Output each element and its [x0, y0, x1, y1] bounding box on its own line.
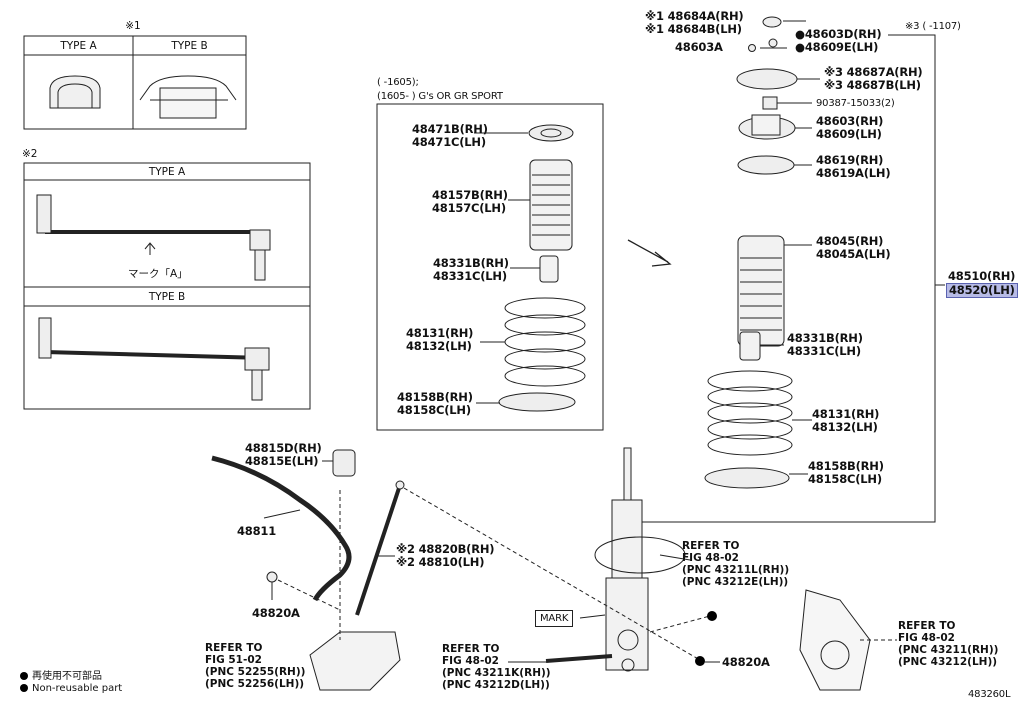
ref-line: FIG 48-02 — [442, 655, 499, 667]
part-48132-r[interactable]: 48132(LH) — [812, 420, 878, 434]
part-48820b[interactable]: ※2 48820B(RH) — [396, 542, 495, 556]
part-48157b[interactable]: 48157B(RH) — [432, 188, 508, 202]
ref-bracket[interactable]: REFER TO FIG 51-02 (PNC 52255(RH)) (PNC … — [205, 642, 305, 690]
part-48331b-l[interactable]: 48331B(RH) — [433, 256, 509, 270]
note3: ※3 ( -1107) — [905, 21, 961, 32]
marker-a-label: マーク「A」 — [128, 268, 188, 280]
part-48158c-r[interactable]: 48158C(LH) — [808, 472, 882, 486]
ref-line: (PNC 43211L(RH)) — [682, 564, 790, 576]
part-48811[interactable]: 48811 — [237, 524, 277, 538]
part-48045[interactable]: 48045(RH) — [816, 234, 884, 248]
variant-box — [376, 103, 604, 431]
ref-line: REFER TO — [442, 643, 500, 655]
legend-en: Non-reusable part — [20, 683, 122, 694]
bullet-icon — [20, 672, 28, 680]
ref-line: (PNC 43211K(RH)) — [442, 667, 551, 679]
part-48619[interactable]: 48619(RH) — [816, 153, 884, 167]
type-a-label: TYPE A — [60, 40, 97, 52]
legend-en-text: Non-reusable part — [32, 683, 123, 694]
part-48158b-l[interactable]: 48158B(RH) — [397, 390, 473, 404]
ref-line: REFER TO — [898, 620, 956, 632]
figure-number: 483260L — [968, 689, 1011, 700]
part-48619a[interactable]: 48619A(LH) — [816, 166, 891, 180]
note2-mark: ※2 — [22, 148, 38, 160]
part-48820a-right[interactable]: 48820A — [722, 655, 770, 669]
part-48609e[interactable]: ●48609E(LH) — [795, 40, 879, 54]
part-48510[interactable]: 48510(RH) — [948, 269, 1016, 283]
ref-line: FIG 51-02 — [205, 654, 262, 666]
ref-bolt[interactable]: REFER TO FIG 48-02 (PNC 43211K(RH)) (PNC… — [442, 643, 551, 691]
part-48131-l[interactable]: 48131(RH) — [406, 326, 474, 340]
part-48603[interactable]: 48603(RH) — [816, 114, 884, 128]
part-48810[interactable]: ※2 48810(LH) — [396, 555, 485, 569]
part-48331c-l[interactable]: 48331C(LH) — [433, 269, 507, 283]
part-48132-l[interactable]: 48132(LH) — [406, 339, 472, 353]
part-48687b[interactable]: ※3 48687B(LH) — [824, 78, 921, 92]
part-48520-highlighted[interactable]: 48520(LH) — [946, 283, 1018, 298]
legend-jp-text: 再使用不可部品 — [32, 671, 102, 682]
part-48687a[interactable]: ※3 48687A(RH) — [824, 65, 923, 79]
ref-line: (PNC 52256(LH)) — [205, 678, 305, 690]
type-a-link-label: TYPE A — [148, 166, 186, 178]
bullet-icon — [20, 684, 28, 692]
part-48609[interactable]: 48609(LH) — [816, 127, 882, 141]
cap-type-a — [49, 75, 101, 109]
part-48131-r[interactable]: 48131(RH) — [812, 407, 880, 421]
part-48684b[interactable]: ※1 48684B(LH) — [645, 22, 742, 36]
part-48815e[interactable]: 48815E(LH) — [245, 454, 319, 468]
part-48158b-r[interactable]: 48158B(RH) — [808, 459, 884, 473]
type-b-link-label: TYPE B — [148, 291, 186, 303]
ref-line: (PNC 43212(LH)) — [898, 656, 998, 668]
variant-gr: (1605- ) G's OR GR SPORT — [377, 91, 503, 102]
part-48471b[interactable]: 48471B(RH) — [412, 122, 488, 136]
ref-line: (PNC 52255(RH)) — [205, 666, 306, 678]
part-48603a[interactable]: 48603A — [675, 40, 723, 54]
legend-jp: 再使用不可部品 — [20, 667, 102, 682]
variant-range: ( -1605); — [377, 77, 419, 88]
note1-mark: ※1 — [125, 20, 141, 32]
type-box-2 — [23, 162, 311, 410]
part-48815d[interactable]: 48815D(RH) — [245, 441, 322, 455]
ref-line: (PNC 43212D(LH)) — [442, 679, 550, 691]
part-90387[interactable]: 90387-15033(2) — [816, 98, 895, 109]
ref-line: (PNC 43211(RH)) — [898, 644, 999, 656]
part-48045a[interactable]: 48045A(LH) — [816, 247, 891, 261]
cap-type-b — [139, 75, 237, 101]
part-48158c-l[interactable]: 48158C(LH) — [397, 403, 471, 417]
part-48603d[interactable]: ●48603D(RH) — [795, 27, 882, 41]
ref-knuckle[interactable]: REFER TO FIG 48-02 (PNC 43211(RH)) (PNC … — [898, 620, 998, 668]
part-48331b-r[interactable]: 48331B(RH) — [787, 331, 863, 345]
ref-strut[interactable]: REFER TO FIG 48-02 (PNC 43211L(RH)) (PNC… — [682, 540, 789, 588]
part-48157c[interactable]: 48157C(LH) — [432, 201, 506, 215]
ref-line: FIG 48-02 — [682, 552, 739, 564]
mark-callout: MARK — [535, 610, 574, 627]
ref-line: FIG 48-02 — [898, 632, 955, 644]
ref-line: (PNC 43212E(LH)) — [682, 576, 789, 588]
part-48820a-left[interactable]: 48820A — [252, 606, 300, 620]
type-b-label: TYPE B — [171, 40, 208, 52]
ref-line: REFER TO — [205, 642, 263, 654]
type-box-1 — [23, 35, 247, 130]
part-48331c-r[interactable]: 48331C(LH) — [787, 344, 861, 358]
ref-line: REFER TO — [682, 540, 740, 552]
part-48684a[interactable]: ※1 48684A(RH) — [645, 9, 744, 23]
part-48471c[interactable]: 48471C(LH) — [412, 135, 486, 149]
